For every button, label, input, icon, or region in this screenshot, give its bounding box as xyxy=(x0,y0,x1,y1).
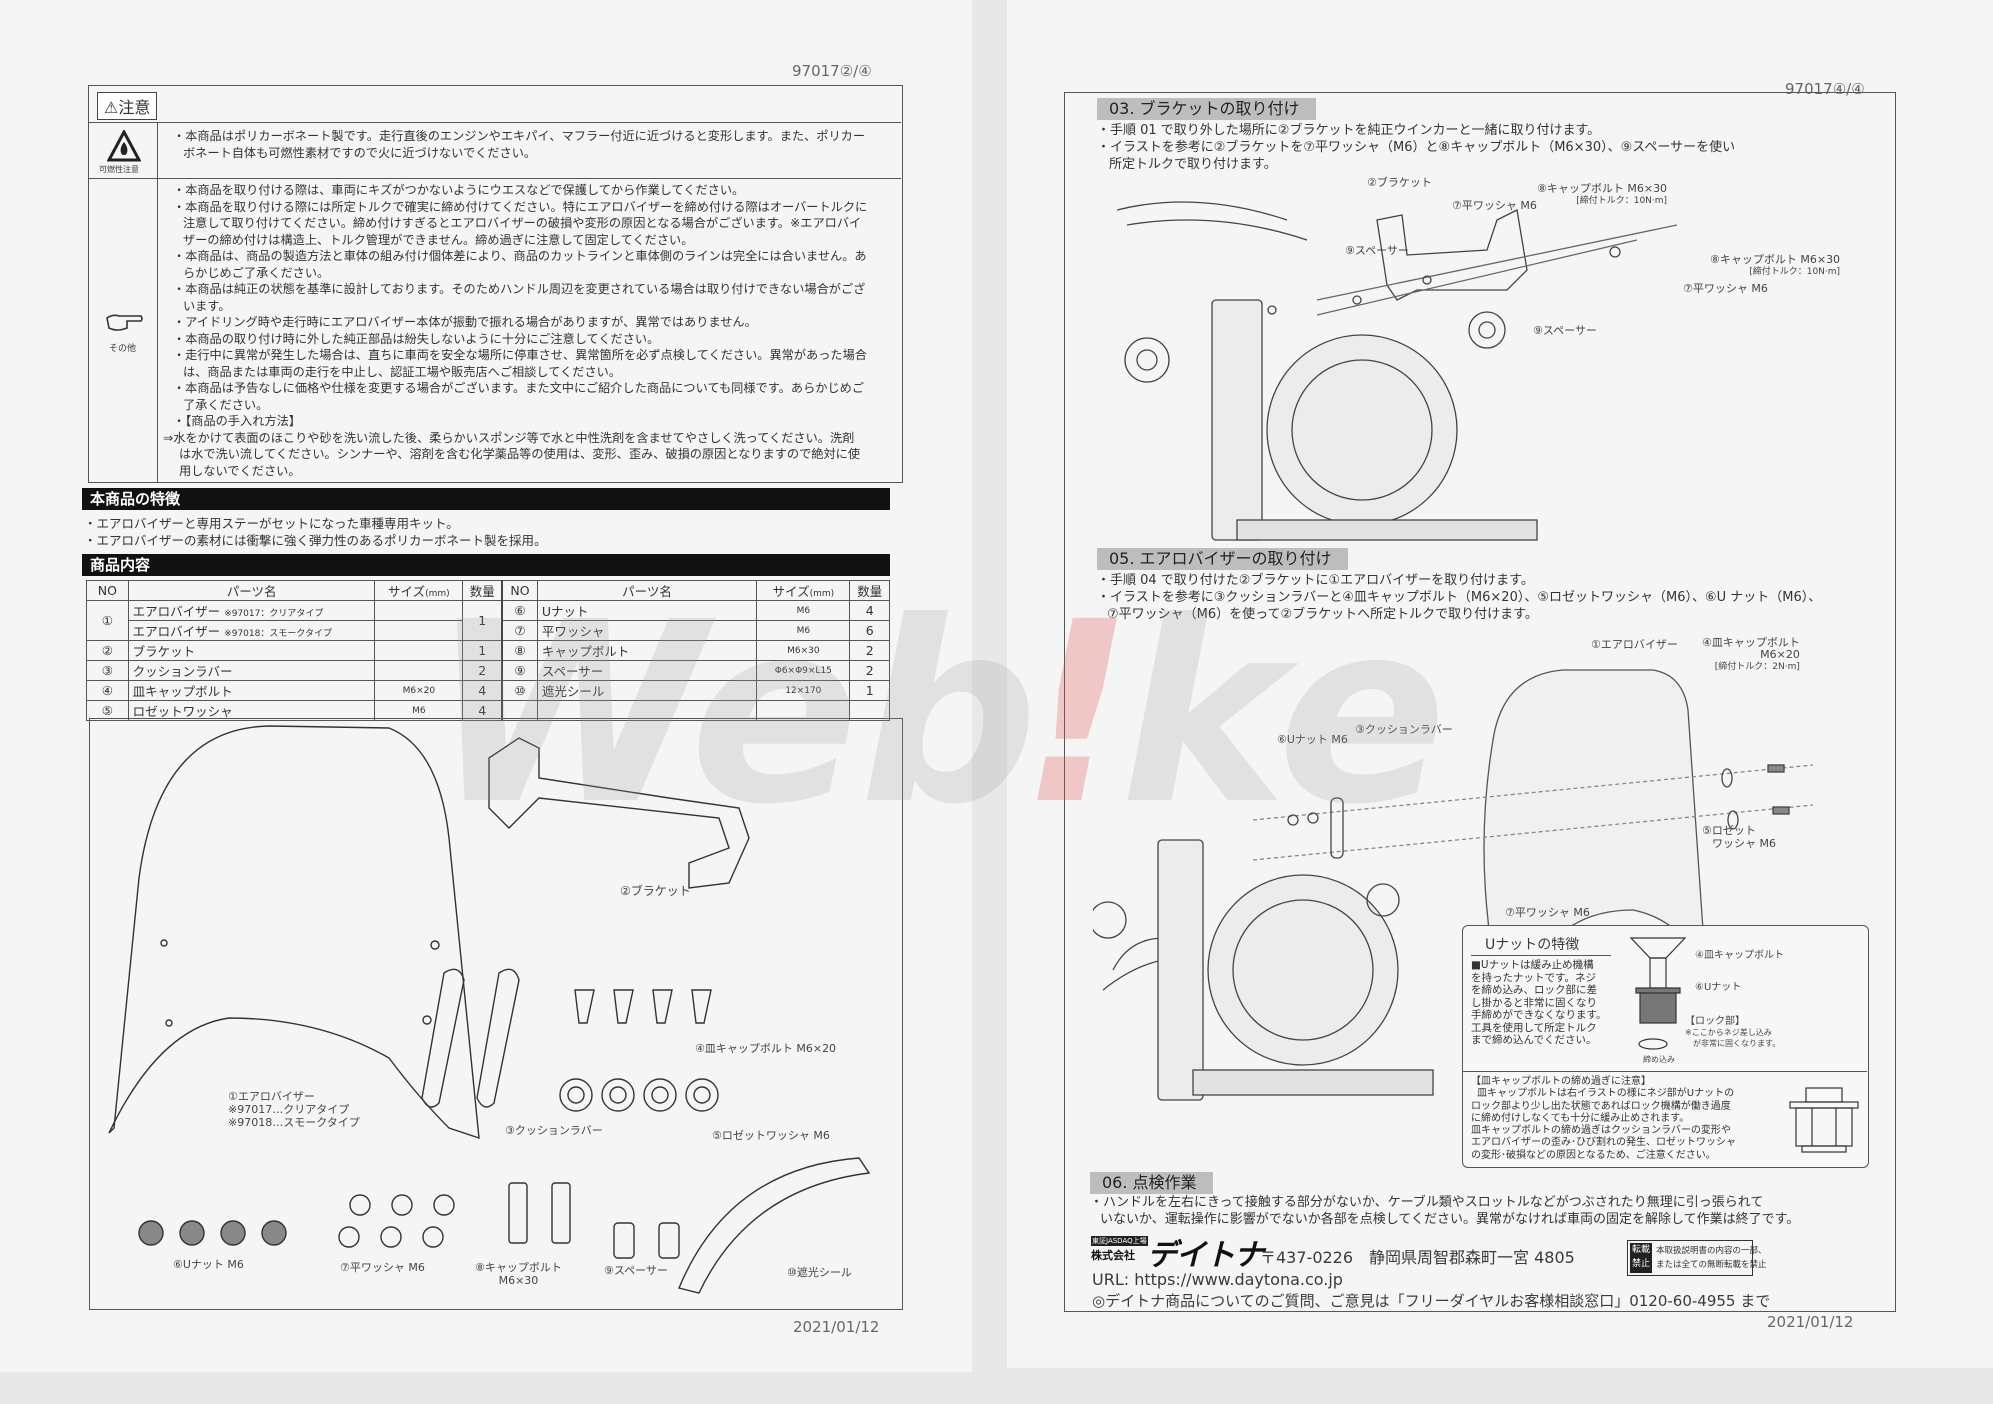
unut-description: ■Uナットは緩み止め機構を持ったナットです。ネジを締め込み、ロック部に差し掛かる… xyxy=(1471,959,1607,1046)
label-spacer-a: ⑨スペーサー xyxy=(1345,244,1409,257)
step03-heading: 03. ブラケットの取り付け xyxy=(1097,98,1316,120)
label-washer: ⑦平ワッシャ M6 xyxy=(340,1261,425,1274)
flammable-text: ・本商品はポリカーボネート製です。走行直後のエンジンやエキパイ、マフラー付近に近… xyxy=(173,129,866,160)
features-list: ・エアロバイザーと専用ステーがセットになった車種専用キット。・エアロバイザーの素… xyxy=(84,516,547,548)
label-lock: 【ロック部】※ここからネジ差し込みが非常に固くなります。 xyxy=(1685,1016,1781,1048)
label-capbolt-b: ⑧キャップボルト M6×30[締付トルク：10N·m] xyxy=(1710,253,1841,278)
label-seal: ⑩遮光シール xyxy=(787,1266,852,1279)
label-visor: ①エアロバイザー※97017…クリアタイプ※97018…スモークタイプ xyxy=(228,1090,360,1129)
caution-title: ⚠注意 xyxy=(97,92,158,120)
label-spacer: ⑨スペーサー xyxy=(604,1264,668,1277)
label-visor: ①エアロバイザー xyxy=(1591,638,1678,651)
step06-text: ・ハンドルを左右にきって接触する部分がないか、ケーブル類やスロットルなどがつぶさ… xyxy=(1090,1195,1800,1227)
flammable-warning-icon xyxy=(107,130,141,162)
address: 〒437-0226 静岡県周智郡森町一宮 4805 xyxy=(1260,1248,1575,1267)
label-unut: ⑥Uナット M6 xyxy=(1277,733,1348,746)
visor-drawing xyxy=(108,725,480,1140)
pointing-hand-icon xyxy=(106,314,143,331)
page-number: 97017④/④ xyxy=(1785,80,1865,98)
flat-bolts-drawing xyxy=(574,989,712,1024)
flat-washers-drawing xyxy=(338,1194,455,1248)
step03-text: ・手順 01 で取り外した場所に②ブラケットを純正ウインカーと一緒に取り付けます… xyxy=(1097,123,1736,172)
flammable-label: 可燃性注意 xyxy=(99,165,139,174)
label-spacer-b: ⑨スペーサー xyxy=(1533,324,1597,337)
label-rosette: ⑤ロゼットワッシャ M6 xyxy=(1702,824,1776,850)
label-washer: ⑦平ワッシャ M6 xyxy=(1505,906,1590,919)
rosette-washers-drawing xyxy=(559,1078,719,1112)
unut-info-box: Uナットの特徴 ■Uナットは緩み止め機構を持ったナットです。ネジを締め込み、ロッ… xyxy=(1462,925,1869,1168)
u-nuts-drawing xyxy=(138,1220,287,1246)
label-unut: ⑥Uナット M6 xyxy=(173,1258,244,1271)
caution-box: ⚠注意 可燃性注意 ・本商品はポリカーボネート製です。走行直後のエンジンやエキパ… xyxy=(88,85,903,483)
overtighten-warning: 【皿キャップボルトの締め過ぎに注意】皿キャップボルトは右イラストの様にネジ部がU… xyxy=(1471,1076,1736,1161)
listing-badge: 東証JASDAQ上場 xyxy=(1091,1236,1148,1246)
label-flat-bolt: ④皿キャップボルト M6×20 xyxy=(695,1042,837,1055)
step06-heading: 06. 点検作業 xyxy=(1090,1172,1213,1194)
label-cushion: ③クッションラバー xyxy=(1355,723,1453,736)
contents-heading: 商品内容 xyxy=(82,554,890,576)
label-cushion: ③クッションラバー xyxy=(505,1124,603,1137)
unut-detail-icon xyxy=(1789,1087,1859,1153)
cushion-rubber-drawing xyxy=(421,968,520,1108)
page-number: 97017②/④ xyxy=(792,62,872,80)
label-nut: ⑥Uナット xyxy=(1695,982,1742,993)
right-page: 97017④/④ 03. ブラケットの取り付け ・手順 01 で取り外した場所に… xyxy=(1007,0,1993,1368)
features-heading: 本商品の特徴 xyxy=(82,488,890,510)
label-washer-a: ⑦平ワッシャ M6 xyxy=(1452,199,1537,212)
cap-bolts-drawing xyxy=(508,1182,571,1244)
label-bracket: ②ブラケット xyxy=(620,884,691,898)
parts-illustration xyxy=(89,718,903,1310)
label-bracket: ②ブラケット xyxy=(1367,176,1432,189)
unut-diagram xyxy=(1629,937,1687,1050)
parts-table: NO パーツ名 サイズ(mm) 数量 NO パーツ名 サイズ(mm) 数量 ① … xyxy=(86,580,890,721)
step05-text: ・手順 04 で取り付けた②ブラケットに①エアロバイザーを取り付けます。・イラス… xyxy=(1097,573,1822,622)
bracket-drawing xyxy=(488,737,750,889)
step05-heading: 05. エアロバイザーの取り付け xyxy=(1097,548,1348,570)
spacers-drawing xyxy=(613,1222,680,1259)
bracket-part xyxy=(1376,209,1528,301)
reprint-notice: 転載禁止 本取扱説明書の内容の一部、または全ての無断転載を禁止 xyxy=(1627,1240,1767,1276)
label-rosette: ⑤ロゼットワッシャ M6 xyxy=(712,1129,830,1142)
daytona-logo: デイトナ xyxy=(1147,1238,1264,1273)
label-bolt: ④皿キャップボルト xyxy=(1695,950,1784,961)
visor-install-diagram xyxy=(1093,669,1814,1101)
label-capbolt-a: ⑧キャップボルト M6×30[締付トルク：10N·m] xyxy=(1537,182,1668,207)
website-link[interactable]: URL: https://www.daytona.co.jp xyxy=(1092,1270,1343,1289)
bracket-install-diagram xyxy=(1117,201,1678,541)
other-label: その他 xyxy=(109,344,137,354)
instructions-box xyxy=(1064,92,1896,1312)
company-prefix: 株式会社 xyxy=(1091,1249,1135,1262)
seal-drawing xyxy=(678,1157,871,1294)
date: 2021/01/12 xyxy=(1767,1313,1854,1331)
parts-drawings xyxy=(108,725,871,1294)
left-page: 97017②/④ ⚠注意 可燃性注意 ・本商品はポリカーボネート製です。走行直後… xyxy=(0,0,972,1372)
other-cautions-text: ・本商品を取り付ける際は、車両にキズがつかないようにウエスなどで保護してから作業… xyxy=(163,183,868,478)
contact-info: ◎デイトナ商品についてのご質問、ご意見は「フリーダイヤルお客様相談窓口」0120… xyxy=(1092,1292,1771,1310)
unut-title: Uナットの特徴 xyxy=(1485,937,1580,953)
label-washer-b: ⑦平ワッシャ M6 xyxy=(1683,282,1768,295)
date: 2021/01/12 xyxy=(793,1318,880,1336)
label-tighten: 締め込み xyxy=(1643,1055,1675,1064)
